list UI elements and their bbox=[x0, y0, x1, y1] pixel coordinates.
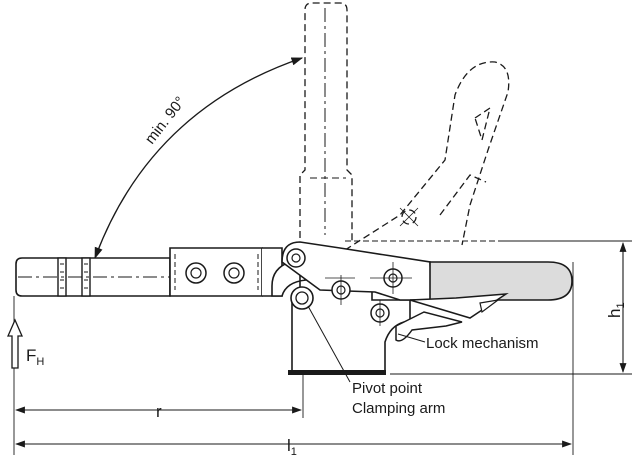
lock-lever bbox=[395, 293, 509, 342]
reference-lines bbox=[13, 240, 632, 455]
lock-leader bbox=[397, 333, 426, 343]
force-label: FH bbox=[26, 346, 44, 368]
pivot-leader bbox=[307, 305, 351, 383]
handle-grip bbox=[429, 261, 573, 301]
dim-r-label: r bbox=[156, 402, 162, 421]
force-arrow bbox=[7, 318, 23, 369]
lock-mechanism-label: Lock mechanism bbox=[426, 335, 539, 352]
clamping-arm-label: Clamping arm bbox=[352, 400, 445, 417]
angle-label: min. 90° bbox=[142, 93, 189, 147]
dim-l1-label: l1 bbox=[287, 436, 297, 458]
clamping-spindle bbox=[15, 257, 300, 297]
arm-holder-block bbox=[169, 247, 283, 297]
vertical-arm-ghost bbox=[299, 2, 353, 242]
dim-h1-label: h1 bbox=[605, 302, 627, 318]
base-body bbox=[271, 261, 411, 375]
tilted-handle-ghost bbox=[344, 61, 510, 251]
angle-arc bbox=[94, 57, 304, 260]
pivot-point-label: Pivot point bbox=[352, 380, 423, 397]
lever-link bbox=[281, 241, 433, 326]
